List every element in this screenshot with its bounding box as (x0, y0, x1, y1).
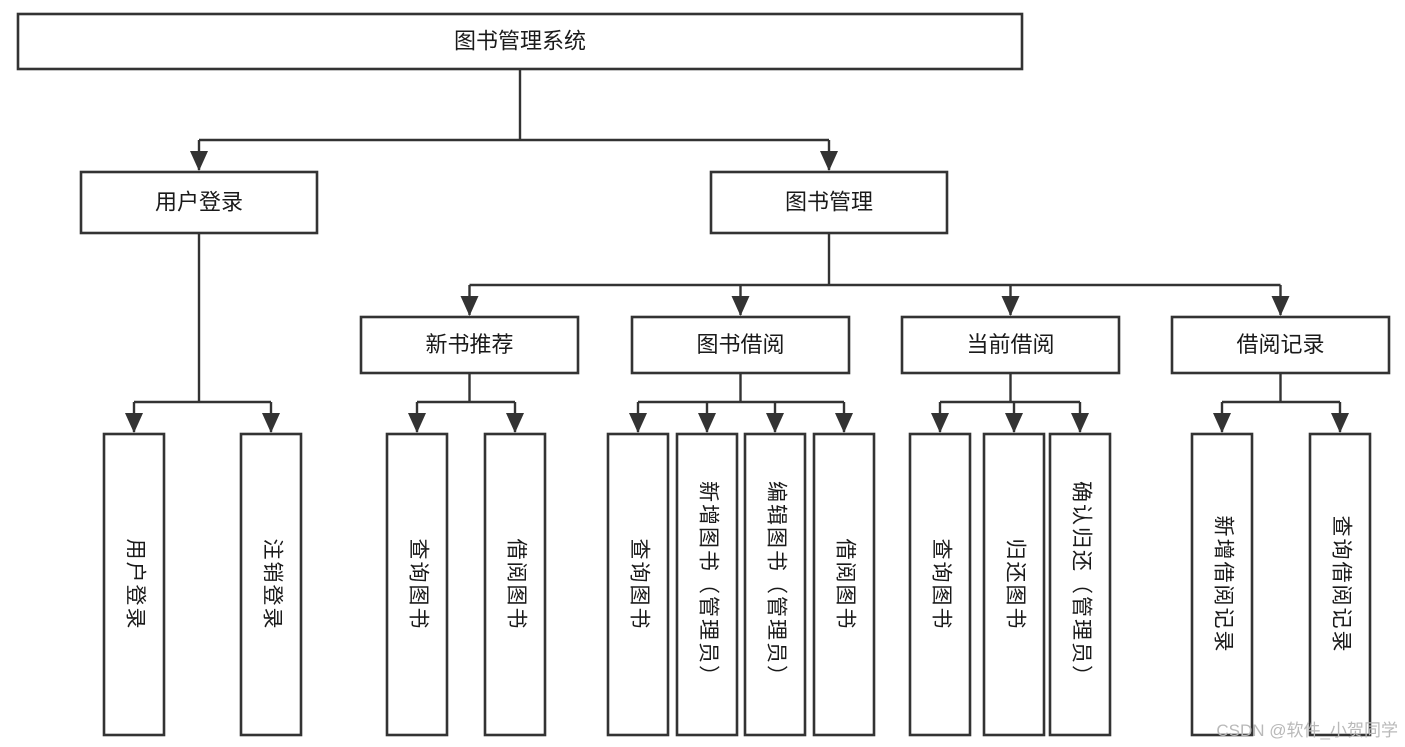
node-label-user-login: 用户登录 (155, 189, 243, 214)
node-leaf-user-login[interactable]: 用户登录 (102, 432, 166, 737)
node-label-new-book-recommend: 新书推荐 (425, 332, 513, 357)
node-box-leaf-borrow-book-2[interactable] (812, 432, 876, 737)
node-leaf-return-book[interactable]: 归还图书 (982, 432, 1046, 737)
arrow-head-book-borrow (731, 296, 750, 316)
node-borrow-record[interactable]: 借阅记录 (1170, 315, 1391, 375)
arrow-head-leaf-confirm-return (1071, 413, 1089, 433)
node-box-leaf-confirm-return[interactable] (1048, 432, 1112, 737)
node-user-login[interactable]: 用户登录 (79, 170, 319, 235)
node-label-current-borrow: 当前借阅 (966, 332, 1054, 357)
arrow-head-leaf-add-record (1213, 413, 1231, 433)
node-box-leaf-user-login[interactable] (102, 432, 166, 737)
arrow-head-user-login (190, 151, 208, 171)
node-box-leaf-query-book-2[interactable] (606, 432, 670, 737)
node-label-borrow-record: 借阅记录 (1236, 332, 1324, 357)
arrow-head-leaf-query-book-1 (408, 413, 426, 433)
node-label-leaf-user-login: 用户登录 (123, 539, 146, 631)
arrow-head-leaf-borrow-book-2 (835, 413, 853, 433)
node-layer: 图书管理系统用户登录图书管理新书推荐图书借阅当前借阅借阅记录用户登录注销登录查询… (16, 12, 1391, 737)
node-box-book-manage[interactable] (709, 170, 949, 235)
node-label-book-manage: 图书管理 (785, 189, 873, 214)
arrow-head-current-borrow (1001, 296, 1020, 316)
node-box-new-book-recommend[interactable] (359, 315, 580, 375)
node-box-leaf-borrow-book-1[interactable] (483, 432, 547, 737)
connector-layer (125, 69, 1349, 433)
node-box-leaf-add-record[interactable] (1190, 432, 1254, 737)
node-box-leaf-query-book-1[interactable] (385, 432, 449, 737)
node-label-leaf-confirm-return: 确认归还（管理员） (1069, 481, 1092, 688)
node-leaf-query-book-1[interactable]: 查询图书 (385, 432, 449, 737)
node-label-leaf-query-book-1: 查询图书 (406, 539, 429, 631)
node-book-manage[interactable]: 图书管理 (709, 170, 949, 235)
node-label-book-borrow: 图书借阅 (696, 332, 784, 357)
node-box-leaf-user-logout[interactable] (239, 432, 303, 737)
arrow-head-leaf-query-record (1331, 413, 1349, 433)
arrow-head-book-manage (820, 151, 838, 171)
node-label-leaf-edit-book: 编辑图书（管理员） (764, 481, 787, 688)
node-label-leaf-query-book-2: 查询图书 (627, 539, 650, 631)
arrow-head-new-book-recommend (460, 296, 479, 316)
node-box-user-login[interactable] (79, 170, 319, 235)
node-label-leaf-borrow-book-1: 借阅图书 (504, 539, 527, 631)
node-label-leaf-query-book-3: 查询图书 (929, 539, 952, 631)
node-label-leaf-user-logout: 注销登录 (260, 539, 283, 631)
node-new-book-recommend[interactable]: 新书推荐 (359, 315, 580, 375)
node-label-leaf-add-record: 新增借阅记录 (1211, 516, 1234, 654)
node-leaf-add-record[interactable]: 新增借阅记录 (1190, 432, 1254, 737)
node-leaf-confirm-return[interactable]: 确认归还（管理员） (1048, 432, 1112, 737)
node-box-root[interactable] (16, 12, 1024, 71)
node-label-leaf-query-record: 查询借阅记录 (1329, 516, 1352, 654)
node-box-current-borrow[interactable] (900, 315, 1121, 375)
arrow-head-leaf-add-book (698, 413, 716, 433)
node-label-leaf-borrow-book-2: 借阅图书 (833, 539, 856, 631)
node-label-root: 图书管理系统 (454, 28, 586, 53)
arrow-head-leaf-borrow-book-1 (506, 413, 524, 433)
node-box-borrow-record[interactable] (1170, 315, 1391, 375)
node-current-borrow[interactable]: 当前借阅 (900, 315, 1121, 375)
node-label-leaf-add-book: 新增图书（管理员） (696, 481, 719, 688)
node-box-leaf-query-record[interactable] (1308, 432, 1372, 737)
node-leaf-user-logout[interactable]: 注销登录 (239, 432, 303, 737)
arrow-head-leaf-query-book-2 (629, 413, 647, 433)
node-leaf-query-book-2[interactable]: 查询图书 (606, 432, 670, 737)
arrow-head-borrow-record (1271, 296, 1290, 316)
node-root[interactable]: 图书管理系统 (16, 12, 1024, 71)
node-leaf-query-book-3[interactable]: 查询图书 (908, 432, 972, 737)
arrow-head-leaf-query-book-3 (931, 413, 949, 433)
node-leaf-borrow-book-2[interactable]: 借阅图书 (812, 432, 876, 737)
arrow-head-leaf-user-login (125, 413, 143, 433)
node-leaf-borrow-book-1[interactable]: 借阅图书 (483, 432, 547, 737)
node-leaf-add-book[interactable]: 新增图书（管理员） (675, 432, 739, 737)
node-box-leaf-add-book[interactable] (675, 432, 739, 737)
node-box-book-borrow[interactable] (630, 315, 851, 375)
node-label-leaf-return-book: 归还图书 (1003, 539, 1026, 631)
arrow-head-leaf-edit-book (766, 413, 784, 433)
watermark-label: CSDN @软件_小贺同学 (1216, 721, 1398, 740)
node-book-borrow[interactable]: 图书借阅 (630, 315, 851, 375)
node-box-leaf-return-book[interactable] (982, 432, 1046, 737)
node-leaf-query-record[interactable]: 查询借阅记录 (1308, 432, 1372, 737)
arrow-head-leaf-return-book (1005, 413, 1023, 433)
node-box-leaf-query-book-3[interactable] (908, 432, 972, 737)
node-leaf-edit-book[interactable]: 编辑图书（管理员） (743, 432, 807, 737)
node-box-leaf-edit-book[interactable] (743, 432, 807, 737)
arrow-head-leaf-user-logout (262, 413, 280, 433)
